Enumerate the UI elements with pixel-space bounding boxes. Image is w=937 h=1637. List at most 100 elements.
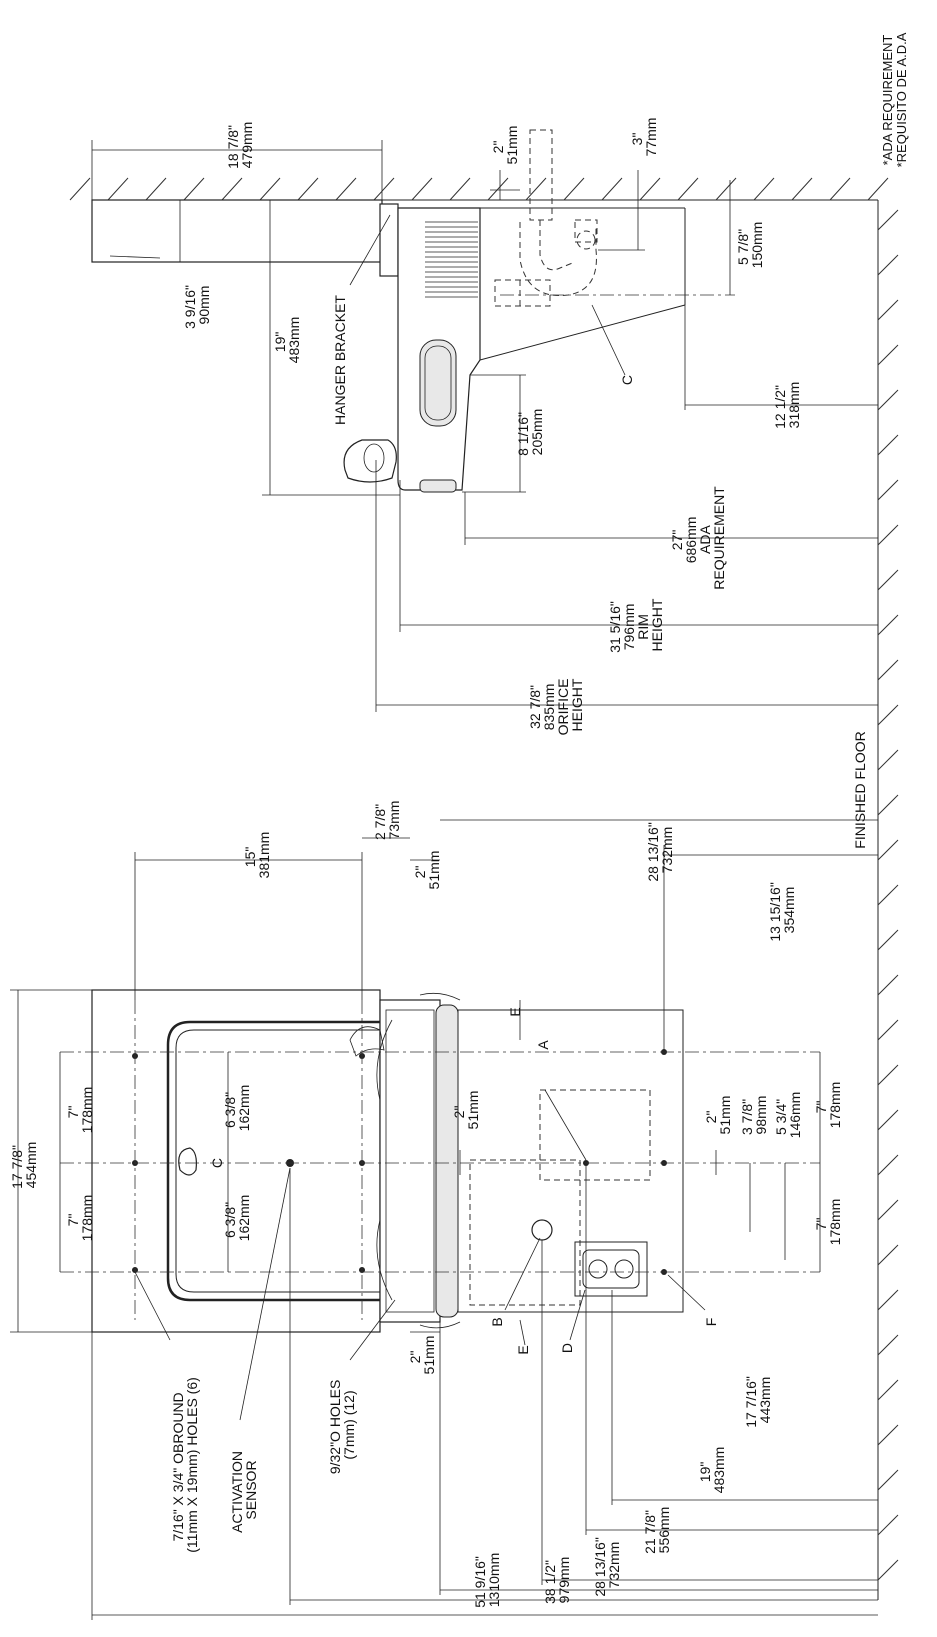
hatch-mark	[677, 177, 699, 201]
hatch-mark	[791, 177, 813, 201]
front-bowl	[379, 999, 441, 1323]
svg-text:18 7/8" 479mm: 18 7/8" 479mm	[225, 121, 255, 169]
hatch-mark	[877, 299, 899, 321]
svg-text:15" 381mm: 15" 381mm	[242, 832, 272, 879]
front-view	[60, 989, 820, 1333]
dim-c-2: 2"	[703, 1111, 719, 1124]
dim-left-178mm: 178mm	[79, 1087, 95, 1134]
dim-b-178mm-a: 178mm	[827, 1082, 843, 1129]
dim-979mm: 979mm	[556, 1557, 572, 1604]
hatch-mark	[525, 177, 547, 201]
hatch-mark	[715, 177, 737, 201]
svg-text:6 3/8" 162mm: 6 3/8" 162mm	[222, 1085, 252, 1132]
callout-c: C	[209, 1158, 225, 1168]
hatch-mark	[601, 177, 623, 201]
dim-454mm: 454mm	[23, 1142, 39, 1189]
ada-note-en: *ADA REQUIREMENT	[880, 35, 895, 166]
svg-text:5 3/4" 146mm: 5 3/4" 146mm	[773, 1092, 803, 1139]
dim-b-7a: 7"	[813, 1101, 829, 1114]
dim-73mm: 73mm	[386, 801, 402, 840]
hatch-mark	[877, 254, 899, 276]
dim-b-7b: 7"	[813, 1218, 829, 1231]
dim-18-7-8: 18 7/8"	[225, 125, 241, 169]
guard-loop	[166, 1020, 380, 1302]
hatch-mark	[877, 929, 899, 951]
dim-left-7: 7"	[65, 1106, 81, 1119]
hatch-mark	[639, 177, 661, 201]
hatch-mark	[335, 177, 357, 201]
hatch-mark	[411, 177, 433, 201]
dim-479mm: 479mm	[239, 122, 255, 169]
svg-text:7" 178mm: 7" 178mm	[813, 1199, 843, 1246]
callout-d: D	[559, 1343, 575, 1353]
svg-text:2" 51mm: 2" 51mm	[490, 126, 520, 165]
svg-text:7" 178mm: 7" 178mm	[65, 1195, 95, 1242]
dim-right-178mm: 178mm	[79, 1195, 95, 1242]
dim-90mm: 90mm	[196, 286, 212, 325]
louver-vents	[425, 221, 478, 298]
dim-28-13-16-top: 28 13/16"	[645, 822, 661, 881]
orifice-label: ORIFICE	[555, 679, 571, 736]
bubbler	[343, 439, 397, 483]
holes-note-1: 9/32"O HOLES	[327, 1380, 343, 1474]
hatch-mark	[877, 479, 899, 501]
dim-1310mm: 1310mm	[486, 1553, 502, 1607]
callout-e-bottom: E	[515, 1345, 531, 1354]
hatch-mark	[487, 177, 509, 201]
hatch-mark	[877, 659, 899, 681]
dim-556mm: 556mm	[656, 1507, 672, 1554]
dim-150mm: 150mm	[749, 222, 765, 269]
dim-mid-2: 2"	[451, 1106, 467, 1119]
side-dims	[91, 140, 878, 712]
hatch-mark	[877, 1514, 899, 1536]
dim-3-7-8: 3 7/8"	[739, 1099, 755, 1135]
obround-note-1: 7/16" X 3/4" OBROUND	[170, 1392, 186, 1541]
hatch-mark	[877, 1244, 899, 1266]
hatch-mark	[877, 704, 899, 726]
dim-b-178mm-b: 178mm	[827, 1199, 843, 1246]
hatch-mark	[877, 614, 899, 636]
dim-17-7-8: 17 7/8"	[9, 1145, 25, 1189]
svg-text:17 7/16" 443mm: 17 7/16" 443mm	[743, 1372, 773, 1428]
dim-bottom-2: 2"	[407, 1351, 423, 1364]
dim-12-1-2: 12 1/2"	[772, 385, 788, 429]
front-lower-body	[457, 1009, 684, 1313]
dim-443mm: 443mm	[757, 1377, 773, 1424]
dim-354mm: 354mm	[781, 887, 797, 934]
dim-front-19: 19"	[697, 1462, 713, 1483]
callout-a: A	[535, 1040, 551, 1050]
dim-31-5-16: 31 5/16"	[607, 601, 623, 653]
dim-77mm: 77mm	[643, 118, 659, 157]
dim-15: 15"	[242, 847, 258, 868]
dim-32-7-8: 32 7/8"	[527, 685, 543, 729]
svg-text:17 7/8" 454mm: 17 7/8" 454mm	[9, 1141, 39, 1189]
dim-98mm: 98mm	[753, 1096, 769, 1135]
dim-right-7: 7"	[65, 1214, 81, 1227]
hatch-mark	[877, 884, 899, 906]
dim-51mm-top: 51mm	[504, 126, 520, 165]
dim-835mm: 835mm	[541, 684, 557, 731]
hatch-mark	[877, 1064, 899, 1086]
dim-8-1-16: 8 1/16"	[515, 412, 531, 456]
hatch-mark	[877, 1154, 899, 1176]
dim-13-15-16: 13 15/16"	[767, 882, 783, 941]
dim-3: 3"	[629, 133, 645, 146]
svg-text:19" 483mm: 19" 483mm	[272, 317, 302, 364]
dim-205mm: 205mm	[529, 409, 545, 456]
bubbler-icon	[178, 1147, 197, 1176]
wall-hatch	[69, 177, 889, 201]
svg-text:8 1/16" 205mm: 8 1/16" 205mm	[515, 408, 545, 456]
dim-17-7-16: 17 7/16"	[743, 1376, 759, 1428]
wall-plate	[91, 199, 383, 263]
dim-483mm: 483mm	[286, 317, 302, 364]
dim-left-162mm: 162mm	[236, 1085, 252, 1132]
dim-19: 19"	[272, 332, 288, 353]
front-dim-texts: 17 7/8" 454mm 7" 178mm 7" 178mm 15" 381m…	[9, 801, 843, 1608]
hatch-mark	[877, 434, 899, 456]
svg-text:13 15/16" 354mm: 13 15/16" 354mm	[767, 878, 797, 941]
hatch-mark	[877, 1334, 899, 1356]
hatch-mark	[145, 177, 167, 201]
obround-note-2: (11mm X 19mm) HOLES (6)	[184, 1377, 200, 1553]
electrical-outlet	[574, 1241, 648, 1297]
